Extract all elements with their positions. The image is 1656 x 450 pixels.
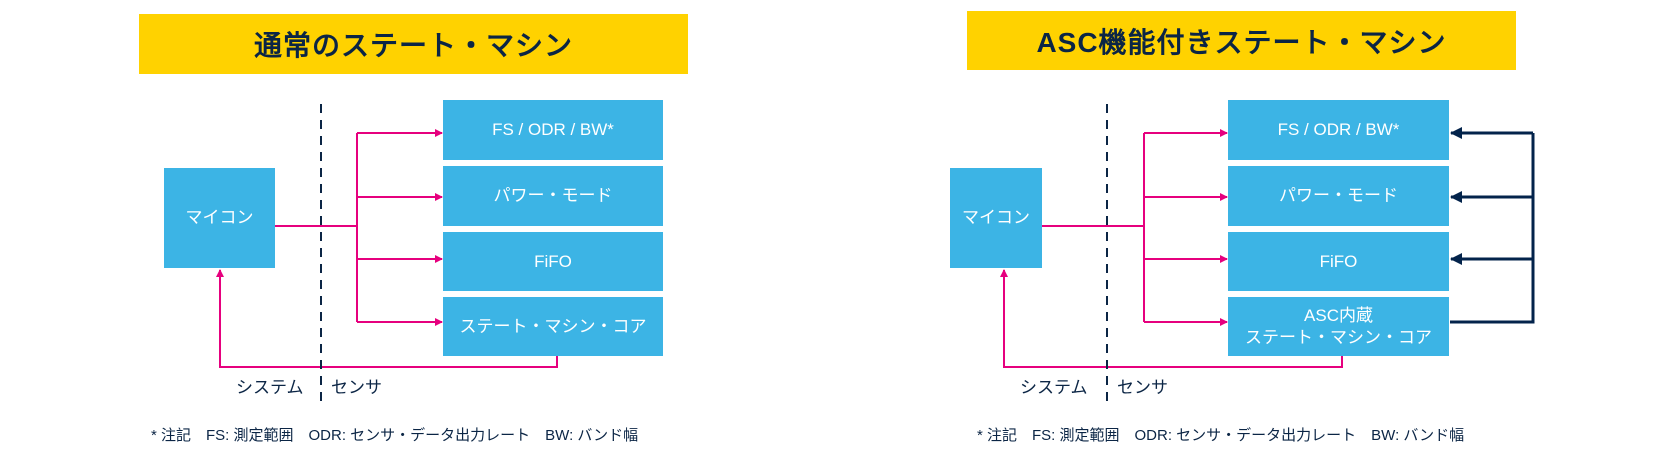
left-block-fifo: FiFO — [443, 232, 663, 291]
right-block-asc-state-machine-core: ASC内蔵 ステート・マシン・コア — [1228, 297, 1449, 356]
left-block-power-mode: パワー・モード — [443, 166, 663, 226]
left-signal-lines — [216, 129, 558, 368]
asc-feedback-lines — [1450, 127, 1535, 324]
left-panel-title: 通常のステート・マシン — [139, 14, 688, 74]
left-block-state-machine-core: ステート・マシン・コア — [443, 297, 663, 356]
right-signal-lines — [1000, 129, 1343, 368]
right-mcu-block: マイコン — [950, 168, 1042, 268]
right-block-power-mode: パワー・モード — [1228, 166, 1449, 226]
left-footnote: * 注記 FS: 測定範囲 ODR: センサ・データ出力レート BW: バンド幅 — [151, 427, 639, 444]
right-block-fs-odr-bw: FS / ODR / BW* — [1228, 100, 1449, 160]
left-sensor-label: センサ — [331, 378, 382, 397]
right-system-label: システム — [1020, 378, 1088, 397]
left-system-label: システム — [236, 378, 304, 397]
left-mcu-block: マイコン — [164, 168, 275, 268]
asc-core-line2: ステート・マシン・コア — [1245, 327, 1432, 347]
right-panel-title: ASC機能付きステート・マシン — [967, 11, 1516, 70]
left-block-fs-odr-bw: FS / ODR / BW* — [443, 100, 663, 160]
right-sensor-label: センサ — [1117, 378, 1168, 397]
right-block-fifo: FiFO — [1228, 232, 1449, 291]
right-footnote: * 注記 FS: 測定範囲 ODR: センサ・データ出力レート BW: バンド幅 — [977, 427, 1465, 444]
asc-core-line1: ASC内蔵 — [1304, 305, 1373, 325]
